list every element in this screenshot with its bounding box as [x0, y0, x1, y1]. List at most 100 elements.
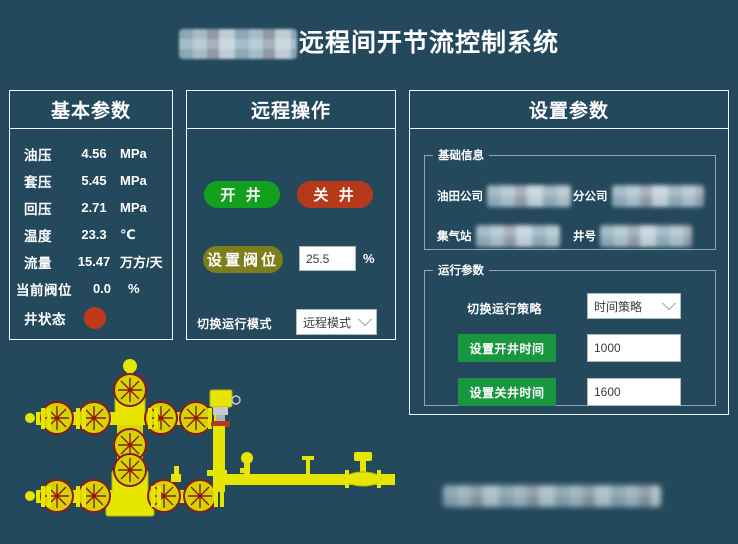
status-badge — [84, 307, 106, 329]
param-unit-flow-rate: 万方/天 — [120, 255, 163, 270]
remote-operation-title: 远程操作 — [250, 101, 331, 122]
settings-parameters-panel: 设置参数 基础信息 油田公司 分公司 集气站 井号 — [409, 90, 729, 415]
branch-company-field: 分公司 — [573, 185, 704, 207]
lower-arm-gauge-icon — [171, 466, 181, 482]
run-strategy-select[interactable]: 时间策略 — [587, 293, 681, 319]
param-label-current-valve: 当前阀位 — [16, 282, 72, 298]
param-unit-current-valve: % — [128, 281, 140, 296]
upper-arm-endpoint — [25, 413, 35, 423]
set-close-time-button[interactable]: 设置关井时间 — [458, 378, 556, 406]
basic-parameters-panel: 基本参数 油压 4.56 MPa 套压 5.45 MPa 回压 2.71 MPa — [9, 90, 173, 340]
remote-operation-body: 开 井 关 井 设置阀位 % 切换运行模式 远程模式 — [187, 129, 395, 340]
param-value-flow-rate: 15.47 — [77, 254, 111, 269]
valve-position-input[interactable] — [299, 246, 356, 271]
valve-handwheel[interactable] — [144, 401, 178, 435]
close-time-input[interactable] — [587, 378, 681, 406]
settings-parameters-header: 设置参数 — [410, 91, 728, 129]
well-number-field: 井号 — [573, 225, 692, 247]
table-row: 油压 4.56 MPa — [10, 140, 172, 167]
param-label-flow-rate: 流量 — [24, 255, 52, 271]
param-label-back-pressure: 回压 — [24, 201, 52, 217]
remote-operation-header: 远程操作 — [187, 91, 395, 129]
table-row: 当前阀位 0.0 % — [10, 275, 172, 302]
valve-handwheel[interactable] — [113, 428, 147, 462]
oilfield-company-field: 油田公司 — [437, 185, 571, 207]
well-number-input[interactable] — [600, 225, 692, 247]
param-value-current-valve: 0.0 — [92, 281, 112, 296]
param-label-oil-pressure: 油压 — [24, 147, 52, 163]
valve-handwheel[interactable] — [179, 401, 213, 435]
crown-cap-icon — [123, 359, 137, 373]
gas-gathering-station-label: 集气站 — [437, 231, 472, 243]
parameter-list: 油压 4.56 MPa 套压 5.45 MPa 回压 2.71 MPa 温度 2… — [10, 129, 172, 334]
instrument-tap-icon — [302, 456, 314, 474]
valve-percent-label: % — [363, 251, 375, 266]
branch-company-label: 分公司 — [573, 191, 608, 203]
basic-parameters-body: 油压 4.56 MPa 套压 5.45 MPa 回压 2.71 MPa 温度 2… — [10, 129, 172, 340]
run-mode-select[interactable]: 远程模式 — [296, 309, 377, 335]
param-value-casing-pressure: 5.45 — [81, 173, 107, 188]
valve-handwheel[interactable] — [40, 401, 74, 435]
valve-handwheel[interactable] — [40, 479, 74, 513]
table-row: 温度 23.3 ℃ — [10, 221, 172, 248]
run-parameters-group: 运行参数 切换运行策略 时间策略 设置开井时间 设置关井时间 — [424, 262, 716, 406]
set-valve-position-button[interactable]: 设置阀位 — [203, 246, 283, 273]
gas-gathering-station-input[interactable] — [475, 225, 560, 247]
app-title-bar: 远程间开节流控制系统 — [0, 18, 738, 64]
wellhead-schematic-diagram — [25, 359, 395, 517]
basic-info-group: 基础信息 油田公司 分公司 集气站 井号 — [424, 147, 716, 250]
valve-handwheel[interactable] — [147, 479, 181, 513]
param-unit-temperature: ℃ — [120, 226, 136, 242]
oilfield-company-input[interactable] — [487, 185, 571, 207]
close-well-button[interactable]: 关 井 — [297, 181, 373, 208]
run-mode-selected-value: 远程模式 — [303, 315, 352, 330]
redacted-footer-caption — [443, 485, 661, 507]
flowline-gate-valve[interactable] — [344, 452, 382, 488]
chevron-down-icon — [661, 296, 677, 311]
open-time-input[interactable] — [587, 334, 681, 362]
table-row: 流量 15.47 万方/天 — [10, 248, 172, 275]
page-title: 远程间开节流控制系统 — [178, 23, 559, 60]
valve-handwheel[interactable] — [113, 373, 147, 407]
valve-handwheel[interactable] — [113, 453, 147, 487]
oilfield-company-label: 油田公司 — [437, 191, 483, 203]
basic-info-legend: 基础信息 — [438, 150, 484, 162]
switch-mode-label: 切换运行模式 — [197, 317, 273, 331]
param-value-temperature: 23.3 — [81, 227, 107, 242]
param-unit-oil-pressure: MPa — [120, 146, 147, 161]
param-unit-casing-pressure: MPa — [120, 173, 147, 188]
valve-handwheel[interactable] — [183, 479, 217, 513]
remote-operation-panel: 远程操作 开 井 关 井 设置阀位 % 切换运行模式 远程模式 — [186, 90, 396, 340]
page-title-text: 远程间开节流控制系统 — [298, 28, 559, 57]
flange-group — [41, 408, 224, 507]
lower-arm-endpoint — [25, 491, 35, 501]
pressure-gauge-icon — [240, 452, 253, 474]
basic-parameters-header: 基本参数 — [10, 91, 172, 129]
well-number-label: 井号 — [573, 231, 596, 243]
choke-actuator-icon[interactable] — [209, 389, 241, 427]
well-status-label: 井状态 — [24, 312, 66, 327]
basic-parameters-title: 基本参数 — [50, 101, 131, 122]
branch-company-input[interactable] — [611, 185, 704, 207]
valve-handwheel-group — [40, 373, 217, 513]
open-well-button[interactable]: 开 井 — [204, 181, 280, 208]
settings-parameters-body: 基础信息 油田公司 分公司 集气站 井号 — [410, 129, 728, 415]
table-row: 回压 2.71 MPa — [10, 194, 172, 221]
redacted-title-prefix — [178, 29, 297, 60]
param-value-back-pressure: 2.71 — [81, 200, 107, 215]
well-status-row: 井状态 — [10, 302, 172, 334]
param-label-temperature: 温度 — [24, 228, 52, 244]
param-unit-back-pressure: MPa — [120, 200, 147, 215]
run-parameters-legend: 运行参数 — [438, 265, 484, 277]
param-label-casing-pressure: 套压 — [24, 174, 52, 190]
gas-gathering-station-field: 集气站 — [437, 225, 560, 247]
flowline-pipe — [213, 474, 395, 485]
set-open-time-button[interactable]: 设置开井时间 — [458, 334, 556, 362]
flowline-tee — [207, 470, 227, 476]
run-strategy-selected-value: 时间策略 — [594, 299, 643, 314]
switch-strategy-label: 切换运行策略 — [467, 302, 543, 316]
settings-parameters-title: 设置参数 — [528, 101, 609, 122]
table-row: 套压 5.45 MPa — [10, 167, 172, 194]
param-value-oil-pressure: 4.56 — [81, 146, 107, 161]
